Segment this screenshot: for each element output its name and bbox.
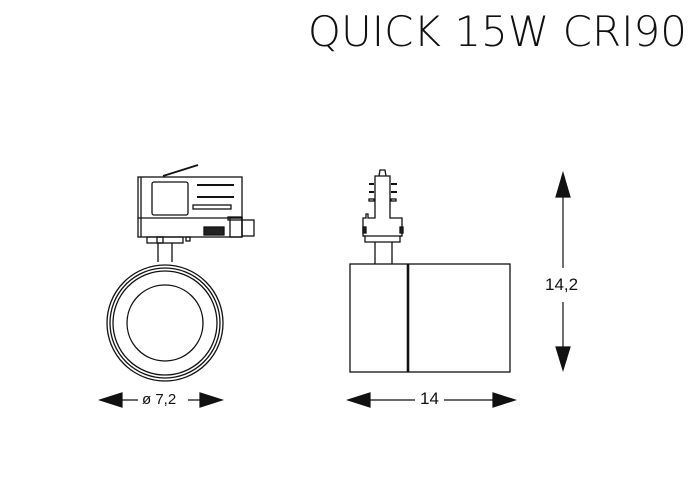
arrow-left-icon [346,392,371,408]
front-view-adapter [137,164,255,262]
arrow-right-icon [492,392,517,408]
diameter-dimension-line [98,392,224,408]
width-dimension-label: 14 [418,389,441,408]
product-title: QUICK 15W CRI90 [307,7,687,56]
height-dimension-label: 14,2 [545,274,579,296]
front-view-lamp-head [106,264,224,382]
arrow-left-icon [98,392,123,408]
width-dimension-line [346,392,517,408]
arrow-up-icon [555,170,571,198]
arrow-down-icon [555,346,571,373]
side-view-lamp-body [349,263,511,373]
side-view-adapter [362,169,404,264]
diameter-dimension-label: ø 7,2 [140,391,179,409]
arrow-right-icon [199,392,224,408]
height-dimension-line [555,170,571,373]
